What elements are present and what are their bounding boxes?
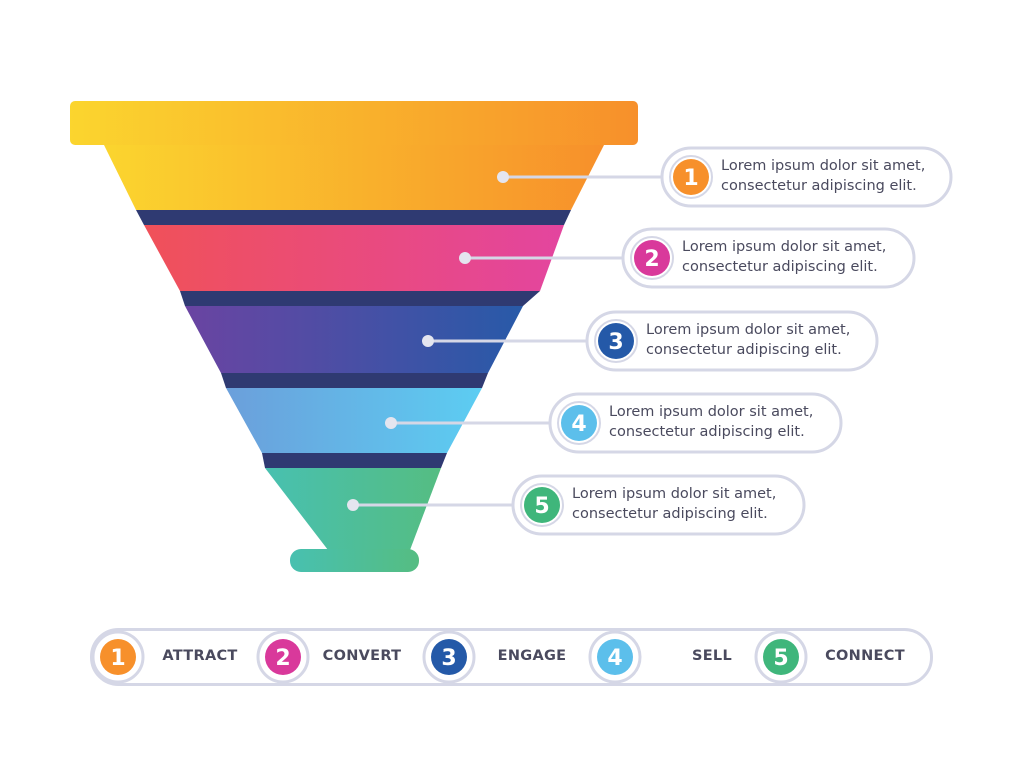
funnel-stage-3 xyxy=(185,306,523,373)
funnel-stage-4 xyxy=(226,388,482,453)
stage-number: 5 xyxy=(534,494,549,519)
legend-label-connect: CONNECT xyxy=(825,648,905,664)
number-badge xyxy=(524,487,560,523)
stage-description: Lorem ipsum dolor sit amet,consectetur a… xyxy=(682,239,887,275)
legend-bar: 1 2 3 4 5 ATTRACT CONVERT ENGAGE SELL CONNECT xyxy=(90,628,933,686)
funnel-spout xyxy=(290,549,419,572)
funnel-stage-2 xyxy=(144,225,564,291)
legend-number: 2 xyxy=(275,646,290,671)
number-badge xyxy=(673,159,709,195)
legend-svg: 1 2 3 4 5 xyxy=(90,628,933,686)
legend-badge xyxy=(597,639,633,675)
connector-dot xyxy=(385,417,397,429)
legend-number: 4 xyxy=(607,646,622,671)
connector-dot xyxy=(422,335,434,347)
callout-pill xyxy=(511,474,806,536)
stage-description: Lorem ipsum dolor sit amet,consectetur a… xyxy=(721,158,926,194)
stage-description: Lorem ipsum dolor sit amet,consectetur a… xyxy=(572,486,777,522)
funnel-shadow-2 xyxy=(180,291,540,306)
stage-number: 3 xyxy=(608,330,623,355)
legend-label-engage: ENGAGE xyxy=(497,648,567,664)
stage-description: Lorem ipsum dolor sit amet,consectetur a… xyxy=(646,322,851,358)
stage-number: 1 xyxy=(683,166,698,191)
stage-number: 4 xyxy=(571,412,586,437)
legend-label-sell: SELL xyxy=(691,648,733,664)
legend-badge xyxy=(763,639,799,675)
legend-number: 1 xyxy=(110,646,125,671)
funnel-shadow-4 xyxy=(262,453,447,468)
connector-dot xyxy=(347,499,359,511)
callout-pill xyxy=(585,310,879,372)
funnel-rim xyxy=(70,101,638,145)
legend-number: 3 xyxy=(441,646,456,671)
legend-badge xyxy=(265,639,301,675)
legend-number: 5 xyxy=(773,646,788,671)
stage-number: 2 xyxy=(644,247,659,272)
callout-pill xyxy=(660,146,953,208)
number-badge xyxy=(598,323,634,359)
connector-dot xyxy=(459,252,471,264)
legend-badge xyxy=(431,639,467,675)
stage-description: Lorem ipsum dolor sit amet,consectetur a… xyxy=(609,404,814,440)
funnel-stage-1 xyxy=(104,145,604,210)
funnel-shadow-1 xyxy=(136,210,571,225)
number-badge xyxy=(634,240,670,276)
legend-badge xyxy=(100,639,136,675)
callout-pill xyxy=(548,392,843,454)
connector-dot xyxy=(497,171,509,183)
callout-pill xyxy=(621,227,916,289)
number-badge xyxy=(561,405,597,441)
legend-label-attract: ATTRACT xyxy=(162,648,238,664)
legend-label-convert: CONVERT xyxy=(322,648,402,664)
funnel-shadow-3 xyxy=(221,373,488,388)
